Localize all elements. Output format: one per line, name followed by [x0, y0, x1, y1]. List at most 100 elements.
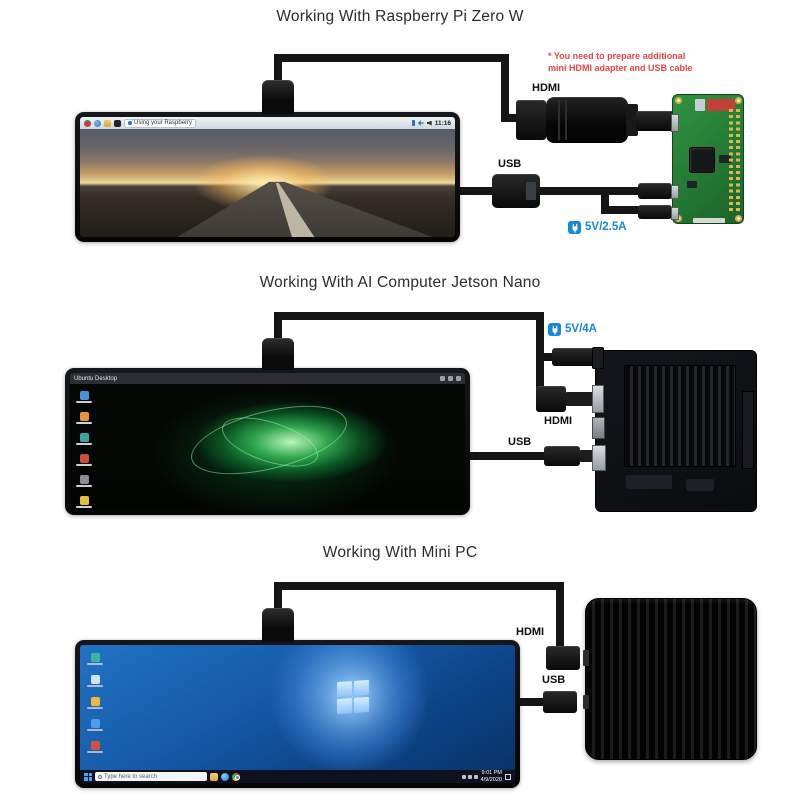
desktop-icon-column [87, 653, 103, 753]
display-hdmi-plug-2 [262, 338, 294, 370]
adapter-collar [626, 104, 638, 136]
power-icon [568, 221, 581, 234]
usb-plug-tip [580, 450, 595, 462]
power-label-2: 5V/4A [565, 323, 597, 335]
desktop-icon [76, 475, 92, 487]
usb-plug-2 [544, 446, 580, 466]
note-line-1: * You need to prepare additional [548, 51, 686, 61]
dc-barrel-jack [592, 347, 604, 369]
gpio-header [736, 109, 740, 211]
desktop-icon [87, 719, 103, 731]
desktop-icon [76, 454, 92, 466]
micro-usb-plug [638, 183, 672, 199]
gpio-header [742, 391, 754, 469]
dc-power-plug [552, 348, 596, 366]
micro-usb-power-port [671, 207, 679, 220]
mounting-hole [675, 97, 682, 104]
note: * You need to prepare additional mini HD… [548, 50, 693, 74]
hdmi-label-2: HDMI [542, 415, 575, 428]
taskbar-search: Type here to search [95, 772, 207, 781]
sd-card-slot [695, 99, 705, 111]
pi-taskbar: Using your Raspberry 11:16 [80, 117, 455, 129]
pc-usb-port [583, 695, 589, 709]
display-panel-2: Ubuntu Desktop [65, 368, 470, 515]
menubar-text: Ubuntu Desktop [74, 375, 118, 382]
mini-hdmi-port [671, 114, 679, 132]
camera-connector [693, 218, 725, 223]
display-hdmi-plug-1 [262, 80, 294, 114]
notification-text: Using your Raspberry [134, 120, 193, 126]
wifi-icon [467, 774, 472, 779]
hdmi-port [592, 385, 604, 413]
usb-a-port [526, 182, 536, 200]
globe-icon [94, 119, 101, 127]
raspberry-pi-zero-board [671, 94, 744, 224]
ethernet-port [592, 417, 605, 439]
hdmi-cable-1 [274, 54, 518, 122]
usb-label-2: USB [506, 436, 534, 449]
desktop-icon [76, 391, 92, 403]
volume-icon [426, 120, 432, 126]
display-1-screen: Using your Raspberry 11:16 [80, 117, 455, 237]
app-icon [128, 121, 132, 125]
section-2-title: Working With AI Computer Jetson Nano [259, 274, 541, 291]
section-3-title: Working With Mini PC [322, 544, 478, 561]
clock: 11:16 [434, 119, 451, 127]
display-3-screen: Type here to search 9:01 PM 4/9/2020 [80, 645, 515, 783]
usb-label-1: USB [496, 158, 524, 171]
windows-wallpaper [80, 645, 515, 770]
bluetooth-icon [411, 120, 415, 126]
folder-icon [104, 119, 111, 127]
power-label-1: 5V/2.5A [585, 221, 627, 233]
power-icon [548, 323, 561, 336]
desktop-icon [87, 697, 103, 709]
desktop-icon-column [76, 391, 92, 508]
mini-hdmi-plug [636, 111, 674, 131]
hdmi-plug-2 [536, 386, 566, 412]
green-fractal-wallpaper [70, 384, 465, 510]
soc-chip [689, 147, 715, 173]
mounting-hole [735, 215, 742, 222]
note-line-2: mini HDMI adapter and USB cable [548, 63, 693, 74]
notification-pill: Using your Raspberry [124, 118, 197, 128]
action-center-icon [505, 773, 511, 780]
chrome-icon [232, 772, 240, 781]
chip [626, 475, 672, 489]
adapter-ridge [558, 100, 560, 140]
gpio-header [729, 109, 733, 211]
taskbar-clock: 9:01 PM 4/9/2020 [481, 770, 502, 783]
desktop-icon [76, 412, 92, 424]
usb-label-3: USB [540, 674, 568, 687]
windows-taskbar: Type here to search 9:01 PM 4/9/2020 [80, 770, 515, 783]
folder-icon [210, 772, 218, 781]
raspberry-icon [84, 119, 91, 127]
power-cable-1 [601, 191, 640, 214]
mounting-hole [735, 97, 742, 104]
desktop-icon [76, 433, 92, 445]
recycle-bin-icon [87, 675, 103, 687]
hdmi-plug-tip [566, 392, 594, 406]
chip [686, 479, 714, 491]
hdmi-plug-3 [546, 646, 580, 670]
date: 4/9/2020 [480, 776, 502, 783]
clock-icon [456, 376, 461, 381]
display-panel-3: Type here to search 9:01 PM 4/9/2020 [75, 640, 520, 788]
start-icon [84, 772, 92, 781]
hdmi-label-3: HDMI [514, 626, 547, 639]
heatsink [624, 365, 736, 467]
micro-usb-data-port [671, 185, 679, 199]
mini-pc [585, 598, 757, 760]
chevron-up-icon [461, 774, 466, 779]
volume-icon [448, 376, 453, 381]
clock: 9:01 PM [481, 769, 502, 776]
display-panel-1: Using your Raspberry 11:16 [75, 112, 460, 242]
micro-sd-card [707, 99, 735, 111]
desktop-icon [76, 496, 92, 508]
jetson-nano-board [592, 347, 757, 512]
tray-icons [461, 774, 478, 779]
micro-usb-power-plug [638, 205, 672, 219]
section-1-title: Working With Raspberry Pi Zero W [276, 8, 524, 25]
volume-icon [473, 774, 478, 779]
usb-port [592, 445, 606, 471]
